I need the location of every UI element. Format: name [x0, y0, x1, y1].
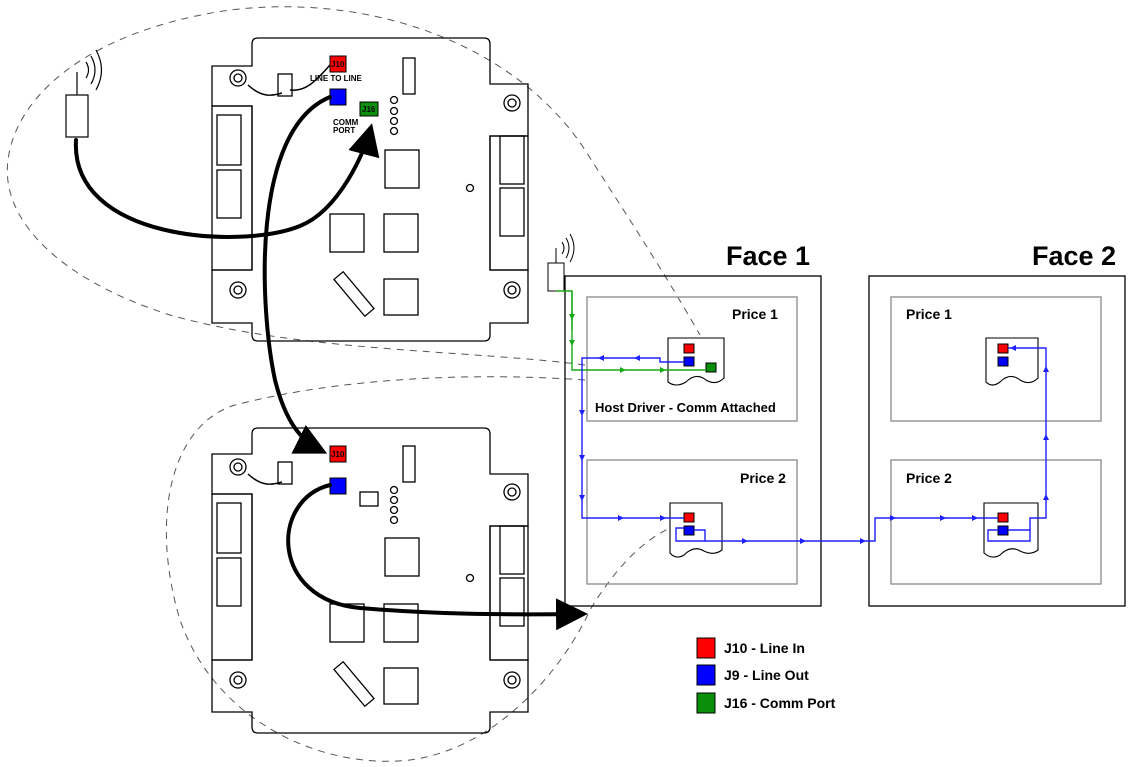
screw-icon: [503, 671, 521, 689]
legend-label-line-in: J10 - Line In: [724, 640, 805, 656]
face-1-price-2-label: Price 2: [740, 470, 786, 486]
line-out-to-face-cable: [286, 483, 588, 631]
face-1-title: Face 1: [726, 241, 810, 271]
antenna-cable: [73, 123, 380, 239]
screw-icon: [503, 483, 521, 501]
face-1-price-1-label: Price 1: [732, 306, 778, 322]
legend-label-comm-port: J16 - Comm Port: [724, 695, 836, 711]
host-driver-label: Host Driver - Comm Attached: [595, 400, 776, 415]
callout-outline-top: [6, 6, 701, 366]
face-1-price-1-box: [586, 296, 798, 422]
mini-board-icon: [667, 337, 725, 386]
callout-outline-bottom: [165, 376, 706, 762]
legend: J10 - Line In J9 - Line Out J16 - Comm P…: [696, 637, 836, 714]
mount-bracket-right: [489, 135, 529, 271]
face-2-title: Face 2: [1032, 241, 1116, 271]
line-to-line-label: LINE TO LINE: [310, 74, 363, 83]
legend-swatch-line-in: [696, 637, 716, 659]
mount-bracket-left: [211, 493, 253, 661]
controller-board-top: [211, 37, 529, 342]
screw-icon: [229, 281, 247, 299]
data-wiring: [581, 347, 1047, 542]
face-2-price-2-box: [890, 459, 1102, 585]
antenna-icon: [547, 233, 575, 292]
j10-label: J10: [331, 60, 345, 69]
screw-icon: [229, 458, 247, 476]
face-2-price-2-label: Price 2: [906, 470, 952, 486]
comm-wiring: [556, 290, 706, 371]
port-label: PORT: [333, 126, 355, 135]
screw-icon: [503, 94, 521, 112]
j9-connector: [329, 88, 347, 106]
legend-label-line-out: J9 - Line Out: [724, 667, 809, 683]
controller-board-bottom: [211, 427, 529, 734]
legend-swatch-comm-port: [696, 692, 716, 714]
screw-icon: [229, 671, 247, 689]
legend-swatch-line-out: [696, 664, 716, 686]
antenna-icon: [65, 49, 103, 138]
face-1-panel: [564, 275, 822, 607]
cables: [73, 95, 588, 631]
face-2-panel: [868, 275, 1126, 607]
board-outline: [211, 427, 529, 734]
screw-icon: [229, 69, 247, 87]
mini-board-icon: [985, 337, 1039, 386]
j10-connector: [329, 55, 347, 73]
board-outline: [211, 37, 529, 342]
j10-connector: [329, 445, 347, 463]
mount-bracket-left: [211, 105, 253, 271]
j16-label: J16: [362, 105, 376, 114]
screw-icon: [503, 281, 521, 299]
line-out-to-line-in-cable: [262, 95, 332, 454]
face-2-price-1-label: Price 1: [906, 306, 952, 322]
j10-label: J10: [331, 450, 345, 459]
antenna-connector: [277, 461, 293, 485]
j9-connector: [329, 477, 347, 495]
mount-bracket-right: [489, 525, 529, 661]
comm-label: COMM: [333, 118, 359, 127]
antenna-connector: [277, 73, 293, 97]
j16-connector: [359, 101, 379, 117]
face-2-price-1-box: [890, 296, 1102, 422]
face-1-price-2-box: [586, 459, 798, 585]
